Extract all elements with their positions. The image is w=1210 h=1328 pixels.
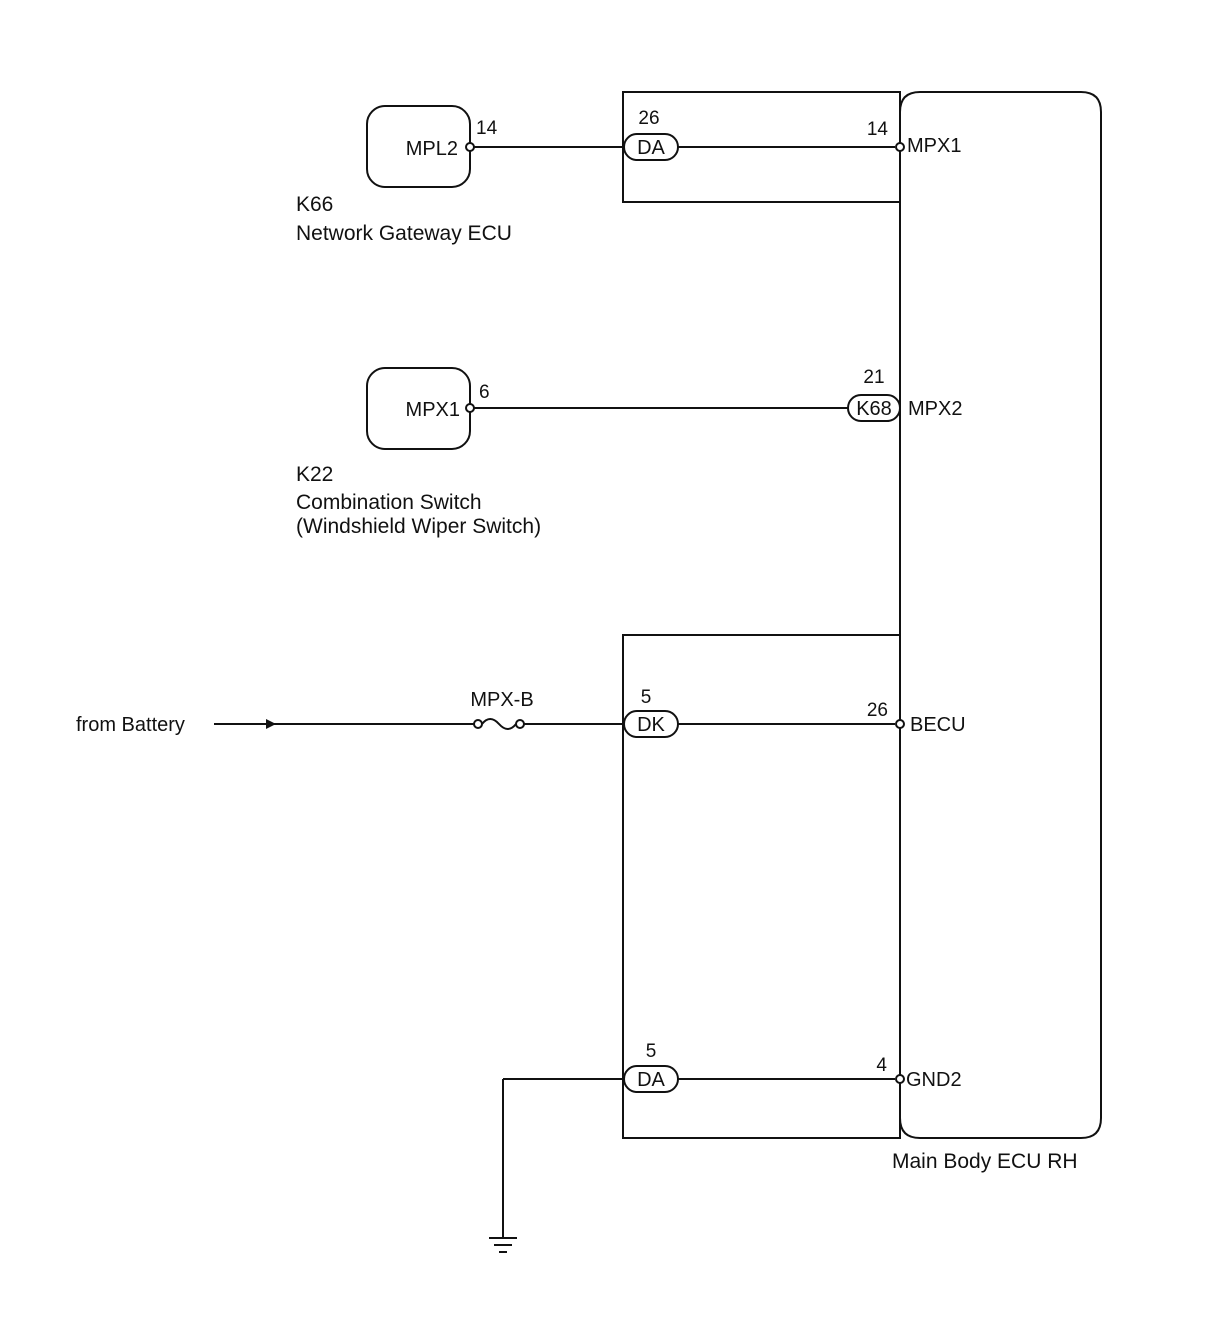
mpx1-terminal-label: MPX1 xyxy=(907,135,961,157)
connector-dk xyxy=(623,710,679,738)
combo-switch-id: K22 xyxy=(296,463,333,486)
terminal-combo-mpx1-dot xyxy=(465,403,475,413)
combo-switch-name-line2: (Windshield Wiper Switch) xyxy=(296,515,541,538)
connector-da-ground xyxy=(623,1065,679,1093)
junction-box-bottom xyxy=(622,634,901,1139)
mpx1-pin-number: 14 xyxy=(867,119,889,140)
becu-pin-number: 26 xyxy=(867,700,888,721)
terminal-mpx1-dot xyxy=(895,142,905,152)
connector-da-top-label: DA xyxy=(637,137,665,159)
becu-terminal-label: BECU xyxy=(910,714,966,736)
main-body-ecu-name: Main Body ECU RH xyxy=(892,1150,1078,1173)
gateway-name: Network Gateway ECU xyxy=(296,222,512,245)
connector-da-top xyxy=(623,133,679,161)
gateway-id: K66 xyxy=(296,193,333,216)
connector-da-ground-pin: 5 xyxy=(646,1041,657,1062)
main-body-ecu-block xyxy=(899,91,1102,1139)
gateway-terminal-label: MPL2 xyxy=(406,138,458,160)
combo-switch-pin-number: 6 xyxy=(479,382,490,403)
ground-icon xyxy=(489,1237,517,1253)
terminal-mpl2-dot xyxy=(465,142,475,152)
mpx2-terminal-label: MPX2 xyxy=(908,398,962,420)
connector-da-top-pin: 26 xyxy=(638,108,659,129)
combo-switch-name-line1: Combination Switch xyxy=(296,491,482,514)
connector-dk-label: DK xyxy=(637,714,665,736)
gnd2-pin-number: 4 xyxy=(876,1055,887,1076)
connector-k68-label: K68 xyxy=(856,398,892,420)
fuse-label: MPX-B xyxy=(470,689,533,711)
battery-source-label: from Battery xyxy=(76,714,185,736)
terminal-gnd2-dot xyxy=(895,1074,905,1084)
mpx2-pin-number: 21 xyxy=(863,367,884,388)
connector-dk-pin: 5 xyxy=(641,687,652,708)
terminal-becu-dot xyxy=(895,719,905,729)
connector-da-ground-label: DA xyxy=(637,1069,665,1091)
combo-switch-terminal-label: MPX1 xyxy=(406,399,460,421)
arrow-right-icon xyxy=(266,719,276,729)
fuse-icon xyxy=(473,718,525,730)
connector-k68 xyxy=(847,394,901,422)
gnd2-terminal-label: GND2 xyxy=(906,1069,962,1091)
gateway-pin-number: 14 xyxy=(476,118,498,139)
